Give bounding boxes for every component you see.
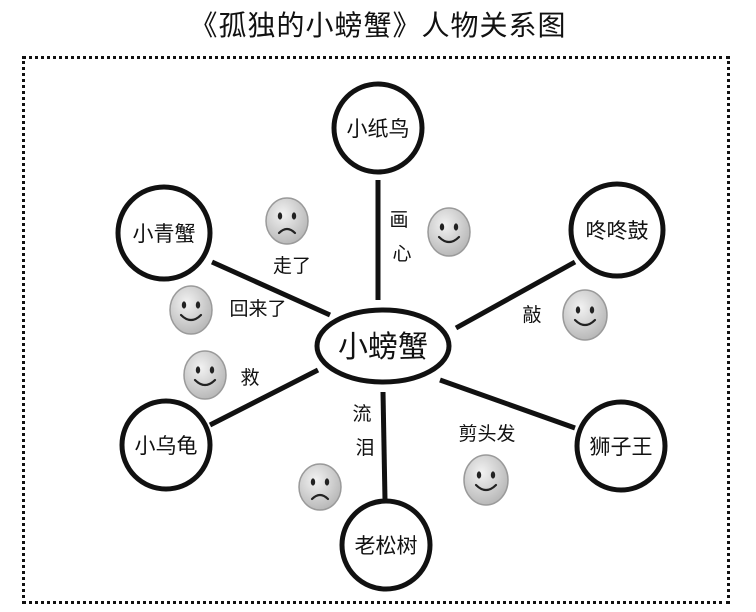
node-dongdonggu: 咚咚鼓 — [568, 181, 666, 279]
edge-center-xiaoqingxie — [210, 259, 332, 318]
happy-face-icon — [169, 285, 213, 335]
page-title: 《孤独的小螃蟹》人物关系图 — [189, 9, 567, 42]
node-center-xiaopangxie: 小螃蟹 — [314, 307, 452, 385]
edge-center-xiaowugui — [208, 367, 320, 428]
happy-face-icon — [562, 289, 608, 341]
node-label: 小纸鸟 — [347, 117, 410, 141]
node-xiaowugui: 小乌龟 — [119, 398, 213, 492]
relation-char: 心 — [392, 243, 411, 265]
diagram-frame — [22, 56, 730, 604]
node-xiaoqingxie: 小青蟹 — [115, 184, 213, 282]
relation-char: 画 — [389, 209, 408, 231]
relation-label-qiao: 敲 — [522, 304, 541, 326]
relation-label-liulei: 流 泪 — [352, 403, 377, 459]
edge-center-shiziwang — [439, 377, 576, 431]
relation-label-zoule: 走了 — [273, 255, 311, 277]
relation-label-jiantoufa: 剪头发 — [458, 423, 515, 445]
happy-face-icon — [427, 207, 471, 257]
center-label: 小螃蟹 — [338, 330, 428, 365]
node-label: 小青蟹 — [133, 222, 196, 246]
edge-center-laosongshu — [380, 391, 388, 501]
relation-label-huilaile: 回来了 — [229, 298, 286, 320]
node-label: 老松树 — [355, 534, 418, 558]
node-label: 咚咚鼓 — [586, 219, 649, 243]
node-shiziwang: 狮子王 — [574, 399, 668, 493]
node-xiaozhiniao: 小纸鸟 — [331, 81, 425, 175]
relation-char: 流 — [352, 403, 371, 425]
relation-char: 泪 — [355, 437, 374, 459]
node-laosongshu: 老松树 — [339, 498, 433, 592]
relation-label-huaxin: 画 心 — [389, 209, 414, 265]
sad-face-icon — [298, 463, 342, 511]
happy-face-icon — [463, 454, 509, 506]
sad-face-icon — [265, 197, 309, 245]
relation-label-jiu: 救 — [240, 367, 259, 389]
edge-center-dongdonggu — [454, 259, 577, 331]
happy-face-icon — [183, 350, 227, 400]
node-label: 小乌龟 — [135, 434, 198, 458]
node-label: 狮子王 — [590, 435, 653, 459]
